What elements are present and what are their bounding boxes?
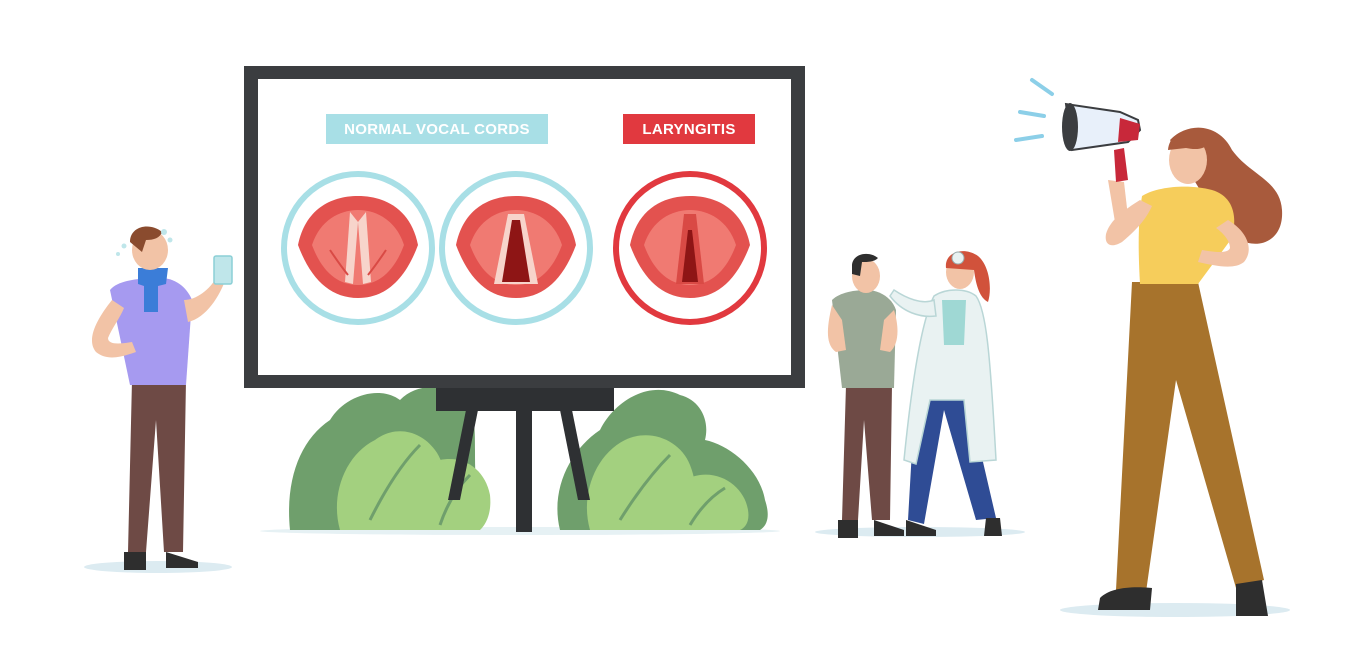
vocal-cords-normal-closed [281, 171, 435, 325]
vocal-cords-normal-open [439, 171, 593, 325]
easel-stand [436, 385, 614, 532]
doctor-figure [889, 251, 1002, 536]
sick-man-figure [91, 226, 233, 570]
laryngitis-label: LARYNGITIS [642, 121, 735, 138]
normal-vocal-cords-label: NORMAL VOCAL CORDS [344, 121, 530, 138]
presentation-board: NORMAL VOCAL CORDS LARYNGITIS [244, 66, 805, 388]
vocal-cords-laryngitis [613, 171, 767, 325]
patient-figure [827, 253, 904, 538]
bush-left [289, 387, 491, 530]
ground-shadow-left [84, 561, 232, 573]
bush-right [557, 389, 768, 530]
laryngitis-tag [623, 114, 755, 144]
woman-with-megaphone-figure [1014, 78, 1283, 616]
normal-vocal-cords-tag [326, 114, 548, 144]
